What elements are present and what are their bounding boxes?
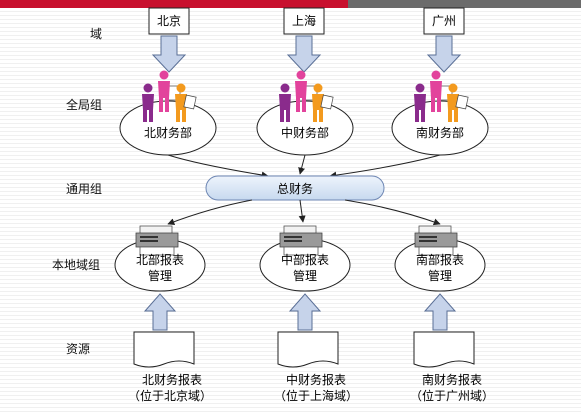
arrow-shanghai-to-universal — [298, 154, 306, 175]
global-group-label-shanghai: 中财务部 — [281, 125, 329, 140]
row-label-global-group: 全局组 — [66, 98, 103, 112]
domain-box-guangzhou — [423, 7, 465, 35]
resource-label-north-line2: （位于北京域） — [128, 388, 212, 403]
domain-box-shanghai — [283, 7, 325, 35]
universal-group-label: 总财务 — [277, 181, 313, 196]
local-group-label-south-line1: 南部报表 — [416, 252, 464, 267]
title-bar-red-segment — [0, 0, 348, 8]
document-icon-north — [133, 331, 195, 368]
domain-label-beijing: 北京 — [157, 14, 181, 28]
local-group-label-central-line2: 管理 — [293, 268, 317, 283]
resource-label-south-line2: （位于广州域） — [410, 388, 494, 403]
arrow-universal-to-central-local — [298, 199, 306, 223]
arrow-guangzhou-to-universal — [329, 154, 441, 179]
title-bar-decoration — [0, 0, 581, 8]
local-group-label-north-line1: 北部报表 — [136, 252, 184, 267]
people-group-icon — [414, 70, 469, 122]
global-group-label-beijing: 北财务部 — [144, 125, 192, 140]
resource-label-south-line1: 南财务报表 — [422, 372, 482, 387]
printer-icon — [135, 225, 179, 256]
block-arrow-up-south — [423, 293, 457, 331]
document-icon-central — [277, 331, 339, 368]
resource-label-central-line2: （位于上海域） — [274, 388, 358, 403]
row-label-universal-group: 通用组 — [66, 182, 103, 196]
column-beijing: 北京 北财务部 — [119, 7, 217, 156]
printer-icon — [414, 225, 458, 256]
resource-label-central-line1: 中财务报表 — [286, 372, 346, 387]
row-label-domain: 域 — [90, 27, 103, 41]
people-group-icon — [142, 70, 197, 122]
global-group-label-guangzhou: 南财务部 — [416, 125, 464, 140]
block-arrow-up-north — [143, 293, 177, 331]
block-arrow-down-shanghai — [286, 35, 322, 73]
row-label-domain-local-group: 本地域组 — [52, 258, 101, 272]
people-group-icon — [279, 70, 334, 122]
local-group-label-central-line1: 中部报表 — [281, 252, 329, 267]
block-arrow-down-guangzhou — [426, 35, 462, 73]
row-label-resources: 资源 — [66, 342, 91, 356]
universal-group-pill — [205, 175, 385, 201]
arrow-universal-to-north-local — [167, 199, 253, 226]
arrow-universal-to-south-local — [344, 199, 441, 226]
column-guangzhou: 广州 南财务部 — [391, 7, 489, 156]
printer-icon — [279, 225, 323, 256]
local-group-central: 中部报表 管理 — [259, 225, 351, 292]
arrow-beijing-to-universal — [167, 154, 269, 179]
column-shanghai: 上海 中财务部 — [256, 7, 354, 156]
domain-label-guangzhou: 广州 — [432, 14, 456, 28]
local-group-north: 北部报表 管理 — [114, 225, 206, 292]
local-group-label-south-line2: 管理 — [428, 268, 452, 283]
local-group-south: 南部报表 管理 — [394, 225, 486, 292]
document-icon-south — [413, 331, 475, 368]
local-group-label-north-line2: 管理 — [148, 268, 172, 283]
block-arrow-down-beijing — [151, 35, 187, 73]
domain-label-shanghai: 上海 — [292, 13, 316, 28]
domain-box-beijing — [148, 7, 190, 35]
block-arrow-up-central — [288, 293, 322, 331]
resource-label-north-line1: 北财务报表 — [142, 372, 202, 387]
title-bar-gray-segment — [348, 0, 581, 8]
